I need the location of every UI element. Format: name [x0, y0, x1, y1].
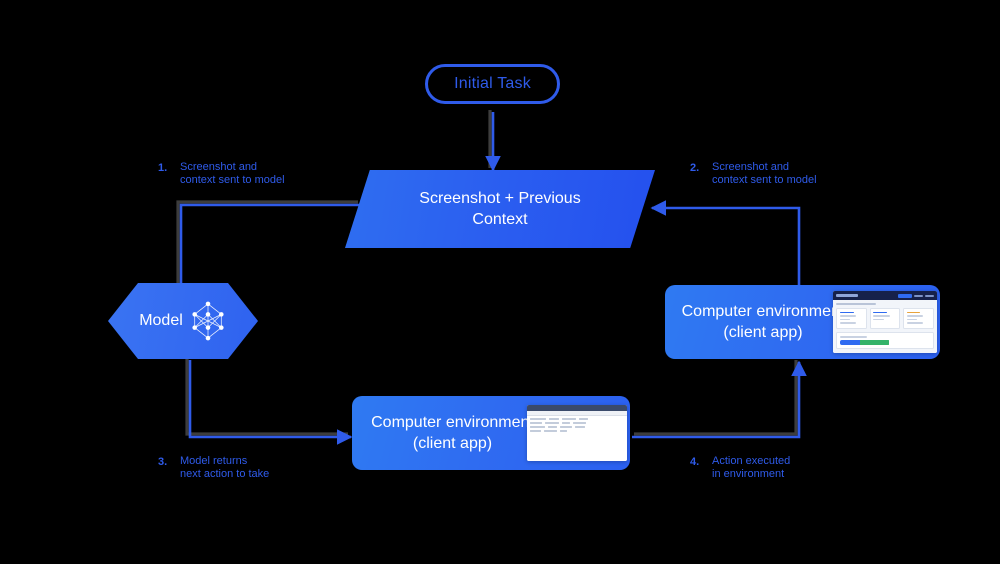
- dashboard-app-screenshot-thumbnail: [833, 291, 937, 353]
- step-annotation-2: 2. Screenshot and context sent to model: [690, 161, 817, 187]
- thumbnail-breadcrumb: [836, 303, 876, 305]
- spreadsheet-app-screenshot-thumbnail: [527, 405, 627, 461]
- step-text-line2: next action to take: [180, 468, 270, 480]
- edge-model-to-envbottom: [188, 360, 353, 445]
- step-number: 1.: [158, 162, 168, 174]
- env-right-label-line2: (client app): [723, 324, 803, 341]
- thumbnail-brand: [836, 294, 858, 297]
- step-number: 2.: [690, 162, 700, 174]
- step-text-line1: Action executed: [712, 455, 791, 467]
- thumbnail-body: [833, 300, 937, 353]
- step-number: 3.: [158, 456, 168, 468]
- step-annotation-1: 1. Screenshot and context sent to model: [158, 161, 285, 187]
- context-label-line1: Screenshot + Previous: [419, 190, 581, 207]
- context-node: Screenshot + Previous Context: [345, 170, 655, 248]
- initial-task-label: Initial Task: [454, 75, 531, 92]
- env-right-label-line1: Computer environment: [681, 303, 845, 320]
- thumbnail-primary-button: [898, 293, 912, 298]
- step-number: 4.: [690, 456, 700, 468]
- step-text: Screenshot and context sent to model: [712, 161, 817, 187]
- thumbnail-titlebar: [527, 405, 627, 411]
- thumbnail-progress-panel: [836, 332, 934, 349]
- computer-environment-bottom-node: Computer environment (client app): [352, 396, 630, 470]
- thumbnail-navbar: [833, 291, 937, 300]
- step-text-line1: Screenshot and: [180, 161, 258, 173]
- model-label: Model: [139, 312, 183, 329]
- edge-envbottom-to-envright: [632, 360, 807, 439]
- initial-task-node: Initial Task: [425, 64, 560, 104]
- step-annotation-3: 3. Model returns next action to take: [158, 455, 269, 481]
- edge-context-to-model: [173, 203, 360, 311]
- step-text: Model returns next action to take: [180, 455, 269, 481]
- env-bottom-label-line2: (client app): [412, 435, 493, 452]
- step-text-line2: in environment: [712, 468, 785, 480]
- thumbnail-menu-item: [925, 294, 934, 297]
- computer-environment-right-node: Computer environment (client app): [665, 285, 940, 359]
- thumbnail-progress-bar: [840, 339, 890, 345]
- env-bottom-label-line1: Computer environment: [371, 414, 534, 431]
- step-text-line1: Model returns: [180, 455, 248, 467]
- thumbnail-toolbar: [527, 411, 627, 416]
- thumbnail-card-row: [836, 308, 935, 329]
- context-label-line2: Context: [472, 211, 528, 228]
- step-annotation-4: 4. Action executed in environment: [690, 455, 790, 481]
- model-node: Model: [108, 283, 258, 359]
- thumbnail-card: [869, 308, 901, 329]
- context-label: Screenshot + Previous Context: [385, 188, 615, 230]
- step-text-line2: context sent to model: [712, 174, 817, 186]
- env-right-label: Computer environment (client app): [673, 301, 853, 343]
- step-text-line1: Screenshot and: [712, 161, 790, 173]
- thumbnail-card: [836, 308, 867, 329]
- step-text: Screenshot and context sent to model: [180, 161, 285, 187]
- thumbnail-menu-item: [914, 294, 923, 297]
- thumbnail-grid: [527, 416, 627, 461]
- step-text-line2: context sent to model: [180, 174, 285, 186]
- edge-envright-to-context: [650, 200, 801, 292]
- step-text: Action executed in environment: [712, 455, 790, 481]
- neural-network-icon: [192, 301, 224, 341]
- thumbnail-card: [903, 308, 935, 329]
- env-bottom-label: Computer environment (client app): [360, 412, 545, 454]
